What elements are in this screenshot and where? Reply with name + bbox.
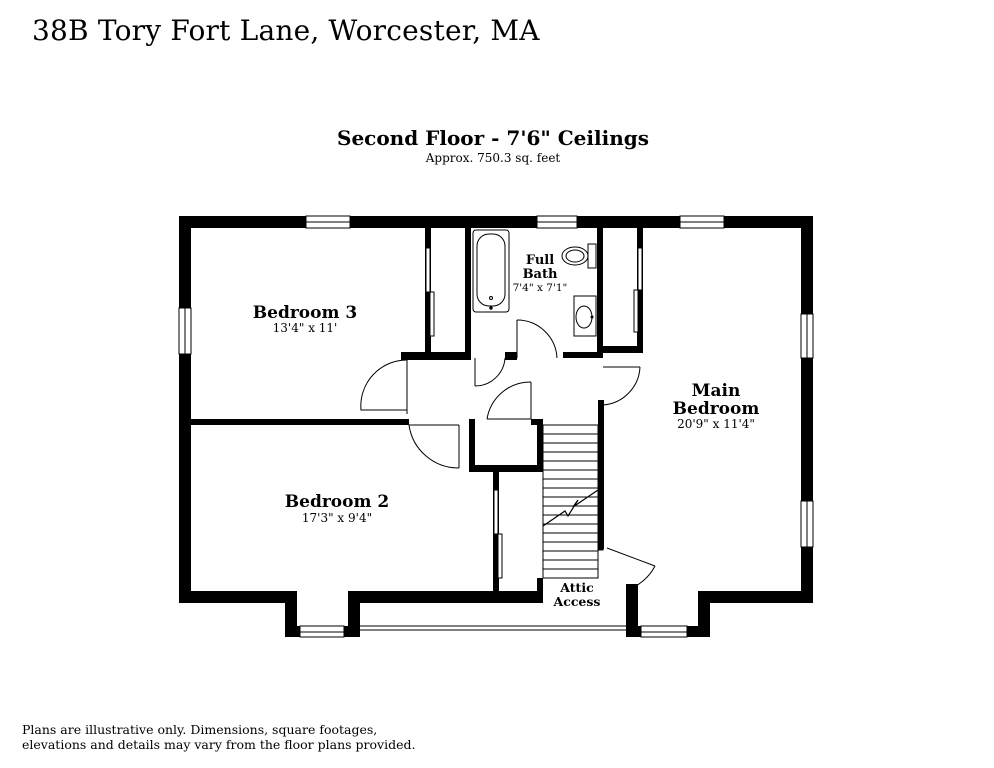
disclaimer: Plans are illustrative only. Dimensions,… [22, 722, 422, 752]
property-address: 38B Tory Fort Lane, Worcester, MA [32, 14, 540, 47]
stair-railing [360, 625, 626, 631]
bath-fixtures [472, 229, 597, 337]
interior-walls [191, 228, 643, 592]
bedroom3-dims: 13'4" x 11' [273, 321, 338, 335]
bath-name-line2: Bath [523, 267, 558, 282]
disclaimer-line1: Plans are illustrative only. Dimensions,… [22, 722, 378, 737]
main-bedroom-name-line1: Main [692, 381, 741, 401]
disclaimer-line2: elevations and details may vary from the… [22, 737, 416, 752]
bath-dims: 7'4" x 7'1" [513, 282, 568, 294]
bedroom2-dims: 17'3" x 9'4" [302, 511, 372, 525]
bath-name-line1: Full [526, 253, 554, 268]
bedroom2-name: Bedroom 2 [285, 492, 389, 512]
windows [178, 215, 814, 638]
main-bedroom-dims: 20'9" x 11'4" [677, 417, 755, 431]
closet-doors [425, 247, 643, 579]
room-labels: Bedroom 3 13'4" x 11' Bedroom 2 17'3" x … [253, 253, 760, 609]
staircase [542, 424, 604, 579]
attic-label-line2: Access [553, 594, 601, 609]
floor-title: Second Floor - 7'6" Ceilings [337, 126, 649, 150]
doors [360, 319, 656, 591]
main-bedroom-name-line2: Bedroom [673, 399, 760, 419]
bedroom3-name: Bedroom 3 [253, 303, 357, 323]
attic-label-line1: Attic [559, 580, 594, 595]
floor-area: Approx. 750.3 sq. feet [425, 151, 561, 165]
